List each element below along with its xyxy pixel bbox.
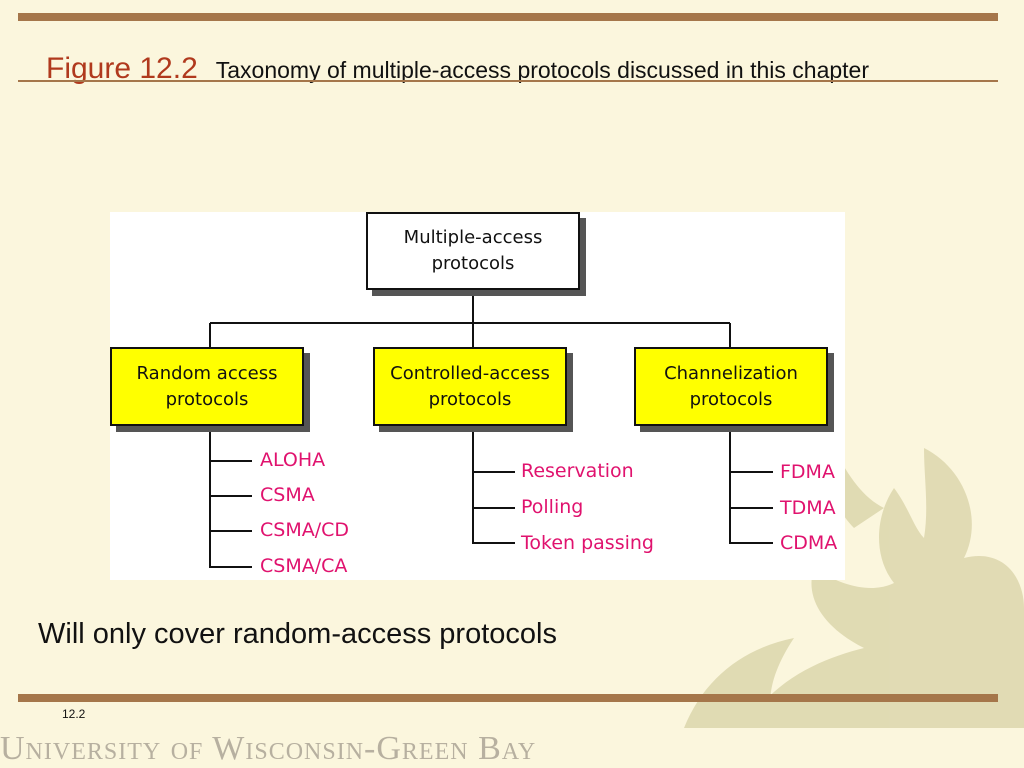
- category-label-line1: Controlled-access: [390, 362, 550, 384]
- slide-title: Figure 12.2 Taxonomy of multiple-access p…: [46, 52, 1024, 86]
- category-label-line1: Random access: [136, 362, 278, 384]
- top-rule: [18, 13, 998, 21]
- title-separator: [18, 80, 998, 82]
- category-label-line2: protocols: [428, 388, 512, 410]
- random-access-node: Random access protocols: [110, 347, 304, 426]
- category-label-line2: protocols: [689, 388, 773, 410]
- leaf-polling: Polling: [521, 496, 584, 518]
- figure-label: Figure 12.2: [46, 52, 198, 85]
- slide-remark: Will only cover random-access protocols: [38, 618, 557, 650]
- connector-lines: [209, 290, 773, 568]
- taxonomy-diagram: Multiple-access protocols Random access pr…: [110, 212, 845, 580]
- leaf-reservation: Reservation: [521, 460, 634, 482]
- channelization-node: Channelization protocols: [634, 347, 828, 426]
- category-label-line2: protocols: [165, 388, 249, 410]
- root-label-line2: protocols: [431, 253, 515, 274]
- leaf-fdma: FDMA: [780, 461, 835, 483]
- bottom-rule: [18, 694, 998, 702]
- leaf-csma-cd: CSMA/CD: [260, 519, 350, 541]
- university-wordmark: University of Wisconsin-Green Bay: [0, 730, 537, 767]
- leaf-aloha: ALOHA: [260, 449, 326, 471]
- leaf-csma: CSMA: [260, 484, 315, 506]
- root-label-line1: Multiple-access: [403, 227, 543, 248]
- controlled-access-node: Controlled-access protocols: [373, 347, 567, 426]
- category-label-line1: Channelization: [664, 362, 798, 384]
- leaf-cdma: CDMA: [780, 532, 838, 554]
- leaf-tdma: TDMA: [780, 497, 836, 519]
- slide-number: 12.2: [62, 707, 86, 721]
- leaf-token-passing: Token passing: [521, 532, 654, 554]
- root-node: Multiple-access protocols: [366, 212, 580, 290]
- leaf-csma-ca: CSMA/CA: [260, 555, 348, 577]
- figure-caption: Taxonomy of multiple-access protocols di…: [215, 57, 870, 83]
